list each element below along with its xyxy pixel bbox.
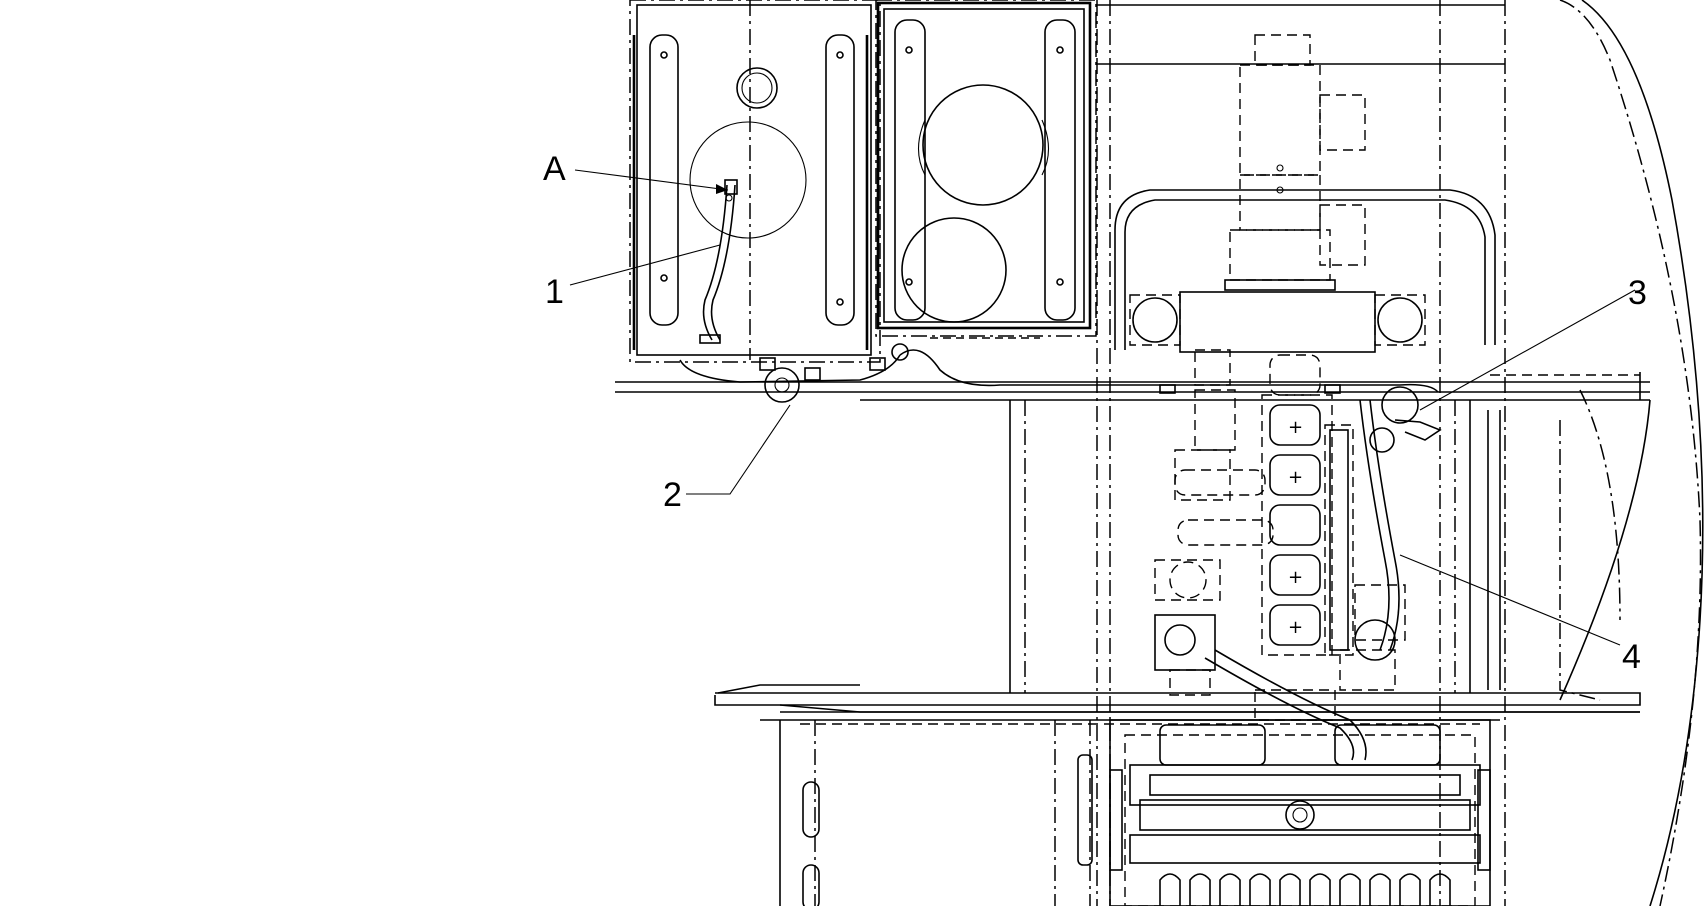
middle-panel — [875, 0, 1097, 339]
callout-2-label: 2 — [663, 476, 682, 514]
lower-structure — [779, 720, 1093, 906]
callout-a-label: A — [543, 150, 566, 188]
svg-text:+: + — [1288, 617, 1303, 638]
engine-assembly: + + + + — [1096, 0, 1505, 906]
callout-4-label: 4 — [1622, 638, 1641, 676]
left-panel — [629, 0, 881, 363]
radiator-assembly — [1109, 719, 1491, 906]
svg-text:+: + — [1288, 467, 1303, 488]
frame-rails — [615, 372, 1650, 725]
svg-text:+: + — [1288, 417, 1303, 438]
fuel-line — [679, 343, 1442, 453]
callout-3-label: 3 — [1628, 274, 1647, 312]
callout-1-label: 1 — [545, 273, 564, 311]
leader-lines — [569, 169, 1636, 646]
svg-text:+: + — [1288, 567, 1303, 588]
